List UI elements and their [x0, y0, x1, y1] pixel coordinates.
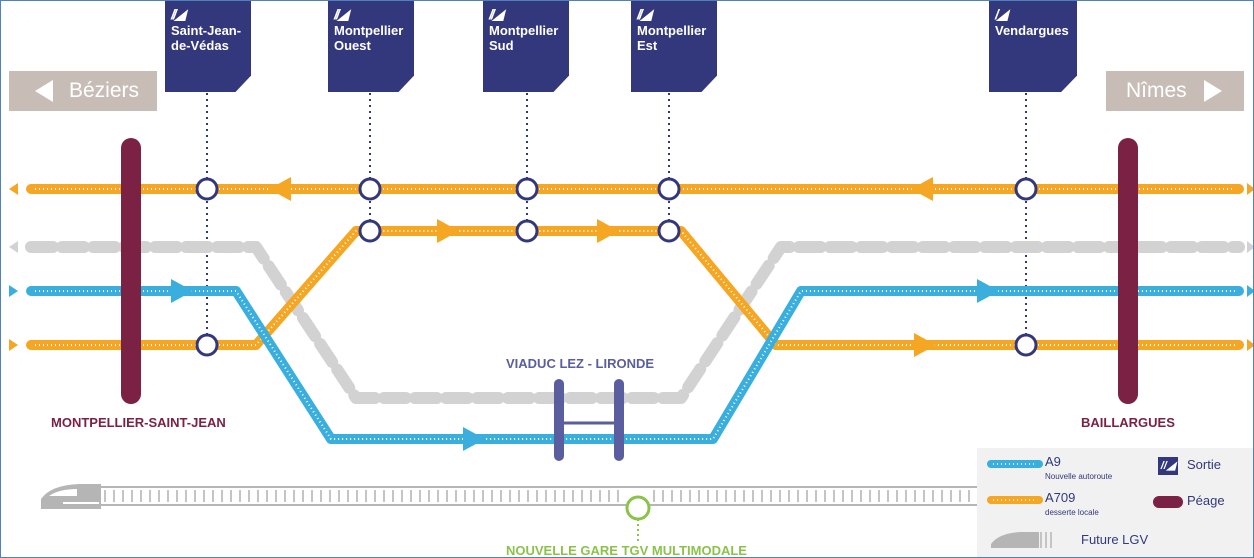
exit-label-line1: Vendargues: [995, 23, 1069, 38]
legend: A9 Nouvelle autoroute A709 desserte loca…: [977, 448, 1253, 557]
legend-exit-label: Sortie: [1187, 457, 1221, 472]
toll-label-montpellier-saint-jean: MONTPELLIER-SAINT-JEAN: [51, 415, 226, 430]
a709-arrow: [437, 219, 459, 243]
a709-end-arrow: [1247, 339, 1253, 351]
exit-label-line1: Montpellier: [637, 23, 707, 38]
existing-motorway: [25, 241, 1245, 404]
existing-end-arrow-left: [9, 241, 18, 253]
legend-a709-name: A709: [1045, 490, 1076, 505]
a709-dots: [35, 188, 1235, 346]
exit-sign-montpellier-ouest: //◢ Montpellier Ouest: [328, 1, 414, 92]
a709-road: [26, 184, 1244, 350]
a709-end-arrow: [9, 339, 18, 351]
sortie-icon: /◢: [995, 6, 1008, 22]
a709-end-arrow: [9, 183, 18, 195]
a709-end-arrow: [1247, 183, 1253, 195]
a9-arrow: [463, 427, 485, 451]
sortie-icon: //◢: [334, 6, 349, 22]
exit-nodes: [195, 177, 1038, 357]
viaduct-label: VIADUC LEZ - LIRONDE: [506, 356, 655, 371]
legend-sortie-icon: //◢: [1158, 457, 1178, 475]
legend-a9-sub: Nouvelle autoroute: [1045, 472, 1113, 481]
sortie-icon: //◢: [637, 6, 652, 22]
exit-sign-montpellier-sud: //◢ Montpellier Sud: [483, 1, 569, 92]
legend-toll-label: Péage: [1187, 493, 1225, 508]
legend-train-icon: [991, 532, 1052, 548]
a9-arrow: [977, 279, 999, 303]
a709-arrow: [911, 177, 933, 201]
exit-label-line2: Ouest: [334, 38, 371, 53]
exit-sign-saint-jean-de-vedas: //◢ Saint-Jean- de-Védas: [165, 1, 251, 92]
exit-connectors: [206, 93, 1027, 345]
destination-left-label: Béziers: [69, 79, 140, 102]
exit-node: [515, 177, 539, 201]
exit-node: [1014, 333, 1038, 357]
a709-arrow: [597, 219, 619, 243]
station-node: [625, 495, 651, 521]
a709-arrow: [914, 333, 936, 357]
a9-arrows: [9, 279, 1253, 451]
toll-label-baillargues: BAILLARGUES: [1081, 415, 1175, 430]
a9-end-arrow: [9, 285, 18, 297]
exit-node: [358, 219, 382, 243]
existing-motorway-path: [25, 241, 1245, 404]
a709-arrow: [269, 177, 291, 201]
destination-beziers: Béziers: [9, 71, 157, 111]
exit-node: [1014, 177, 1038, 201]
exit-node: [515, 219, 539, 243]
exit-node: [657, 219, 681, 243]
a9-arrow: [171, 279, 193, 303]
exit-sign-vendargues: /◢ Vendargues: [989, 1, 1077, 92]
exit-label-line2: Sud: [489, 38, 514, 53]
exit-node: [195, 177, 219, 201]
legend-lgv-label: Future LGV: [1081, 532, 1149, 547]
legend-a709-sub: desserte locale: [1045, 508, 1099, 517]
train-icon: [41, 484, 101, 509]
exit-sign-montpellier-est: //◢ Montpellier Est: [631, 1, 717, 92]
exit-node: [195, 333, 219, 357]
station-label: NOUVELLE GARE TGV MULTIMODALE: [506, 543, 747, 558]
a709-arrows: [9, 177, 1253, 357]
legend-swatches: [987, 460, 1183, 548]
toll-barriers: [121, 138, 1138, 404]
destination-nimes: Nîmes: [1106, 71, 1244, 111]
exit-label-line1: Saint-Jean-: [171, 23, 242, 38]
railway-sleepers: [104, 490, 970, 502]
viaduct-lez-lironde: [554, 379, 624, 461]
existing-end-arrow-right: [1247, 241, 1253, 253]
exit-label-line1: Montpellier: [489, 23, 559, 38]
exit-label-line1: Montpellier: [334, 23, 404, 38]
legend-a9-name: A9: [1045, 454, 1061, 469]
exit-node: [657, 177, 681, 201]
future-lgv-railway: [41, 484, 977, 541]
exit-label-line2: de-Védas: [171, 38, 229, 53]
exit-label-line2: Est: [637, 38, 658, 53]
destination-right-label: Nîmes: [1126, 79, 1187, 102]
exit-node: [358, 177, 382, 201]
sortie-icon: //◢: [489, 6, 504, 22]
a9-end-arrow: [1247, 285, 1253, 297]
sortie-icon: //◢: [171, 6, 186, 22]
